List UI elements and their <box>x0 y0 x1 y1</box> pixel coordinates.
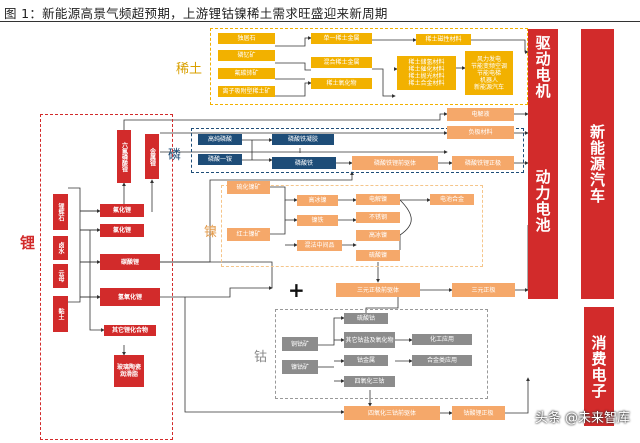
ternary-precursor: 三元正极前驱体 <box>336 283 420 297</box>
phosphorus-group <box>191 128 524 173</box>
cobalt-app-2: 合金类应用 <box>412 355 472 366</box>
rare-earth-material-4: 稀土合金材料 <box>408 80 445 87</box>
electrolyte: 电解液 <box>447 108 514 121</box>
cobalt-ore-1: 铜钴矿 <box>282 337 318 351</box>
rare-earth-ore-3: 氟碳铈矿 <box>218 68 275 79</box>
cobalt-mid-3: 钴金属 <box>344 355 388 366</box>
lfp-precursor: 磷酸铁锂前驱体 <box>352 156 438 170</box>
nickel-right-1: 电解镍 <box>356 194 400 205</box>
rare-earth-app-5: 新能源汽车 <box>473 83 504 91</box>
rare-earth-app-3: 节能电梯 <box>476 69 501 77</box>
title-rule <box>0 21 640 22</box>
cobalt-ore-2: 镍钴矿 <box>282 360 318 374</box>
nickel-label: 镍 <box>204 225 218 240</box>
lithium-chloride: 氯化锂 <box>100 224 144 237</box>
lfp-cathode: 磷酸铁锂正极 <box>452 156 514 170</box>
rare-earth-material-1: 稀土储氢材料 <box>408 59 445 66</box>
phosphorus-b1: 磷酸铁凝胶 <box>272 134 334 145</box>
nickel-right-2: 不锈钢 <box>356 212 400 223</box>
consumer-target: 消费电子 <box>584 307 614 426</box>
lithium-other-compounds: 其它锂化合物 <box>104 325 156 336</box>
nickel-ore-2: 红土镍矿 <box>227 228 270 241</box>
rare-earth-mid-3: 稀土氧化物 <box>311 78 372 89</box>
anode-material: 负极材料 <box>447 126 514 139</box>
rare-earth-group <box>210 28 528 105</box>
phosphorus-a1: 高纯磷酸 <box>198 134 242 145</box>
cobalt-app-1: 化工应用 <box>412 334 472 345</box>
lithium-lipf6: 六氟磷酸锂 <box>117 130 131 183</box>
rare-earth-material-3: 稀土抛光材料 <box>408 73 445 80</box>
lithium-metal: 金属锂 <box>145 134 159 179</box>
nev-target: 新能源汽车 <box>581 29 614 299</box>
ternary-cathode: 三元正极 <box>452 283 515 297</box>
rare-earth-material-2: 稀土催化材料 <box>408 66 445 73</box>
rare-earth-mid-1: 单一稀土金属 <box>311 33 372 44</box>
lithium-label: 锂 <box>20 234 36 252</box>
cobalt-precursor: 四氧化三钴前驱体 <box>344 406 440 420</box>
nickel-group <box>221 185 483 267</box>
cobalt-group <box>275 309 488 399</box>
lithium-hydroxide: 氢氧化锂 <box>100 288 160 306</box>
watermark: 头条 @未来智库 <box>534 411 630 426</box>
licoo2-cathode: 钴酸锂正极 <box>452 406 505 420</box>
lithium-fluoride: 氟化锂 <box>100 204 144 217</box>
nickel-mid-1: 高冰镍 <box>297 195 338 206</box>
rare-earth-ore-2: 磷钇矿 <box>218 50 275 61</box>
rare-earth-label: 稀土 <box>176 62 203 77</box>
figure-title: 图 1：新能源高景气频超预期，上游锂钴镍稀土需求旺盛迎来新周期 <box>4 6 388 21</box>
rare-earth-app-4: 机器人 <box>479 76 498 84</box>
nickel-right-3: 高冰镍 <box>356 230 400 241</box>
lithium-other-apps-text: 玻璃陶瓷润滑脂 <box>117 364 142 378</box>
phosphorus-a2: 磷酸一铵 <box>198 154 242 165</box>
rare-earth-app-2: 节能变频空调 <box>470 62 507 70</box>
cobalt-mid-1: 硫酸钴 <box>344 313 388 324</box>
lithium-ore-2: 卤水 <box>53 236 68 260</box>
rare-earth-mid-2: 混合稀土金属 <box>311 57 372 68</box>
lithium-ore-3: 云母 <box>53 264 68 288</box>
plus-sign: + <box>288 278 305 302</box>
rare-earth-apps: 风力发电 节能变频空调 节能电梯 机器人 新能源汽车 <box>465 51 513 95</box>
lithium-ore-4: 黏土 <box>53 296 68 332</box>
rare-earth-app-1: 风力发电 <box>476 55 501 63</box>
nickel-mid-2: 镍铁 <box>297 215 338 226</box>
battery-target: 动力电池 <box>528 102 558 299</box>
cobalt-mid-2: 其它钴盐及氧化物 <box>344 332 395 348</box>
nickel-ore-1: 硫化镍矿 <box>227 181 270 194</box>
cobalt-label: 钴 <box>254 350 268 365</box>
cobalt-mid-4: 四氧化三钴 <box>344 376 395 387</box>
phosphorus-label: 磷 <box>168 148 182 163</box>
lithium-ore-1: 锂辉石 <box>53 194 68 230</box>
lithium-carbonate: 碳酸锂 <box>100 254 160 270</box>
motor-target: 驱动电机 <box>528 29 558 104</box>
phosphorus-b2: 磷酸铁 <box>272 157 336 169</box>
lithium-other-apps: 玻璃陶瓷润滑脂 <box>114 355 144 387</box>
rare-earth-ore-4: 离子吸附型稀土矿 <box>218 86 275 97</box>
battery-alloy: 电池合金 <box>430 194 474 205</box>
nickel-mid-3: 混法中间品 <box>297 240 342 251</box>
nickel-right-4: 硫酸镍 <box>356 250 400 261</box>
rare-earth-magnet: 稀土磁性材料 <box>416 34 471 45</box>
rare-earth-ore-1: 独居石 <box>218 33 275 44</box>
rare-earth-materials: 稀土储氢材料 稀土催化材料 稀土抛光材料 稀土合金材料 <box>397 56 456 90</box>
lithium-group <box>40 114 173 440</box>
